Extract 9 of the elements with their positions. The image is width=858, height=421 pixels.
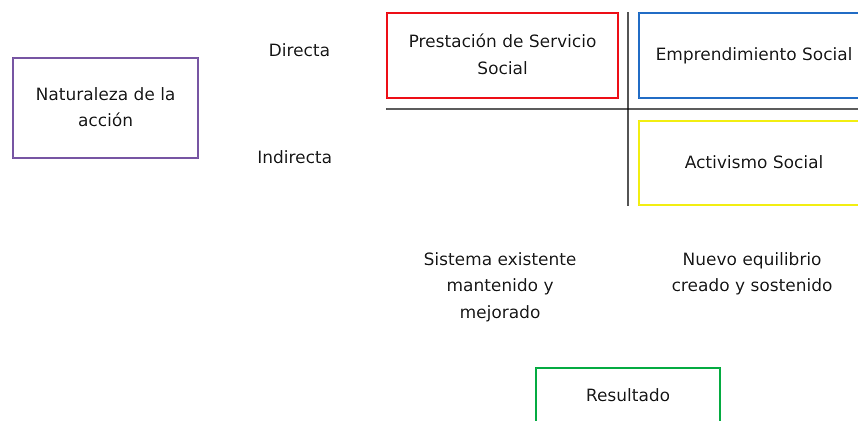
text-box: Resultado xyxy=(535,367,721,421)
row-label: Directa xyxy=(268,40,330,63)
row-label: Indirecta xyxy=(256,147,332,170)
text-box: Emprendimiento Social xyxy=(638,12,858,99)
column-label: Nuevo equilibrio creado y sostenido xyxy=(670,249,834,298)
text-box: Prestación de Servicio Social xyxy=(386,12,619,99)
text-box: Activismo Social xyxy=(638,120,858,206)
column-label: Sistema existente mantenido y mejorado xyxy=(422,249,578,325)
text-box: Naturaleza de la acción xyxy=(12,57,199,159)
